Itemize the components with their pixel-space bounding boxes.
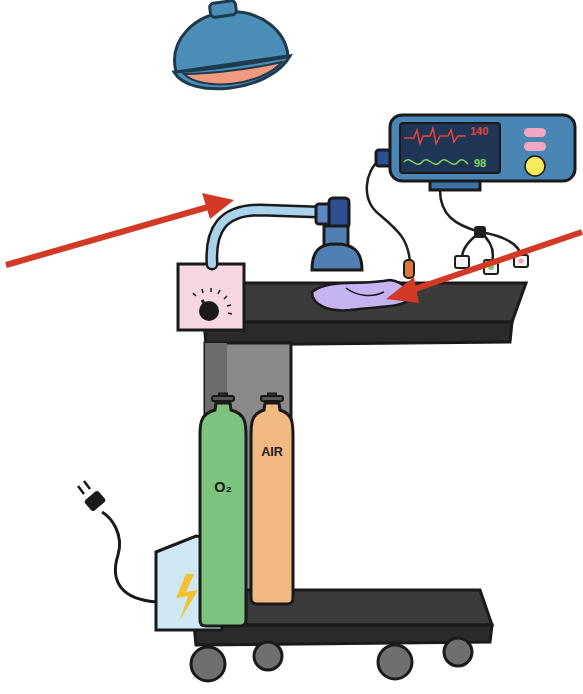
pointer-arrow [6, 193, 582, 303]
cylinder-outline [249, 392, 295, 606]
cylinder-label: O₂ [198, 480, 248, 494]
cylinder-outline [198, 392, 248, 628]
surgical-lamp [174, 0, 290, 89]
air-cylinder: AIR [249, 392, 295, 606]
cart-wheels [191, 638, 472, 681]
heart-rate-reading: 140 [470, 126, 488, 137]
patient-monitor: 140 98 [374, 112, 578, 192]
oxygen-cylinder: O₂ [198, 392, 248, 628]
flow-regulator [178, 264, 244, 330]
power-cord [78, 481, 158, 602]
cylinder-label: AIR [249, 446, 295, 459]
breathing-tube [212, 210, 318, 264]
breathing-mask [312, 198, 362, 270]
monitor-outline [374, 112, 578, 192]
oxygen-saturation-reading: 98 [474, 158, 486, 169]
